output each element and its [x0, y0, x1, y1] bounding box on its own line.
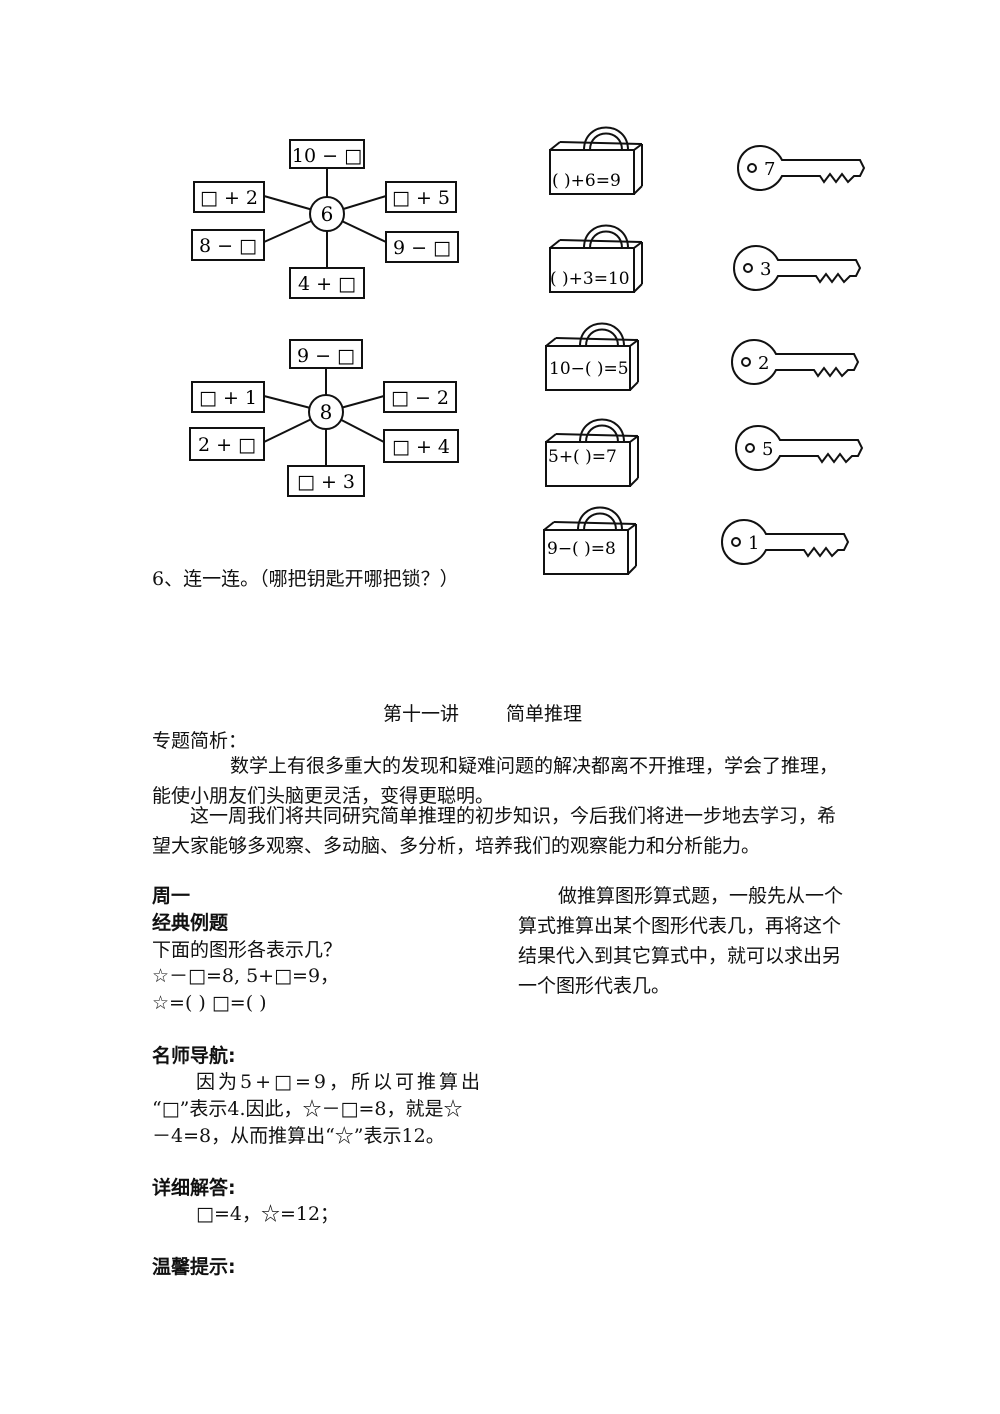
- answer-heading: 详细解答:: [152, 1177, 236, 1199]
- intro-heading: 专题简析：: [152, 730, 248, 752]
- diagram2-center: 8: [320, 400, 333, 424]
- diagram2-upper-left: □ + 1: [199, 387, 257, 409]
- key-number-2: 3: [760, 259, 771, 280]
- key-number-1: 7: [764, 159, 775, 180]
- side-note: 做推算图形算式题，一般先从一个算式推算出某个图形代表几，再将这个结果代入到其它算…: [518, 885, 844, 997]
- monday-heading: 周一: [152, 885, 191, 907]
- diagram2-upper-right: □ − 2: [391, 387, 449, 409]
- intro-paragraph-2: 这一周我们将共同研究简单推理的初步知识，今后我们将进一步地去学习，希望大家能够多…: [152, 805, 837, 857]
- key-number-5: 1: [748, 533, 759, 554]
- guide-line-3: －4=8，从而推算出“☆”表示12。: [152, 1125, 445, 1147]
- guide-line-1: 因为5+□=9，所以可推算出: [196, 1071, 483, 1093]
- lock-label-2: ( )+3=10: [550, 269, 630, 289]
- answer-text: □=4，☆=12；: [196, 1203, 340, 1225]
- lock-label-5: 9−( )=8: [547, 539, 616, 559]
- example-equations: ☆－□=8, 5+□=9，: [152, 965, 340, 987]
- locks-and-keys: ( )+6=9 ( )+3=10 10−( )=5 5+( )=7 9−( )=…: [543, 126, 865, 575]
- diagram2-lower-right: □ + 4: [392, 436, 450, 458]
- example-heading: 经典例题: [152, 912, 229, 934]
- diagram1-bottom: 4 + □: [298, 273, 356, 295]
- key-3: [731, 339, 859, 385]
- diagram2-top: 9 − □: [297, 345, 355, 367]
- lock-label-4: 5+( )=7: [548, 447, 617, 467]
- key-number-4: 5: [762, 439, 773, 460]
- question-6: 6、连一连。（哪把钥匙开哪把锁？）: [152, 568, 459, 590]
- diagram2-lower-left: 2 + □: [198, 434, 256, 456]
- lecture-subtitle: 简单推理: [506, 703, 583, 725]
- diagram1-upper-right: □ + 5: [392, 187, 450, 209]
- key-1: [737, 145, 865, 191]
- diagram2-bottom: □ + 3: [297, 471, 355, 493]
- diagram1-upper-left: □ + 2: [200, 187, 258, 209]
- diagram1-lower-left: 8 − □: [199, 235, 257, 257]
- diagram1-top: 10 − □: [292, 145, 362, 167]
- lock-label-1: ( )+6=9: [552, 171, 621, 191]
- guide-heading: 名师导航:: [152, 1045, 236, 1067]
- example-question: 下面的图形各表示几？: [152, 939, 343, 961]
- key-4: [735, 425, 863, 471]
- intro-paragraph-1: 数学上有很多重大的发现和疑难问题的解决都离不开推理，学会了推理，能使小朋友们头脑…: [152, 755, 839, 807]
- lock-3: [545, 322, 639, 391]
- key-2: [733, 245, 861, 291]
- key-number-3: 2: [758, 353, 769, 374]
- lock-label-3: 10−( )=5: [549, 359, 629, 379]
- example-blanks: ☆=( ) □=( ): [152, 992, 267, 1014]
- diagram1-lower-right: 9 − □: [393, 237, 451, 259]
- diagram1-center: 6: [321, 202, 334, 226]
- tip-heading: 温馨提示:: [152, 1256, 236, 1278]
- guide-line-2: “□”表示4.因此，☆－□=8，就是☆: [152, 1098, 463, 1120]
- lecture-title: 第十一讲: [383, 703, 460, 725]
- key-5: [721, 519, 849, 565]
- star-diagram-1: 6 10 − □ □ + 2 □ + 5 8 − □ 9 − □ 4 + □: [191, 139, 459, 299]
- star-diagram-2: 8 9 − □ □ + 1 □ − 2 2 + □ □ + 4 □ + 3: [189, 339, 459, 497]
